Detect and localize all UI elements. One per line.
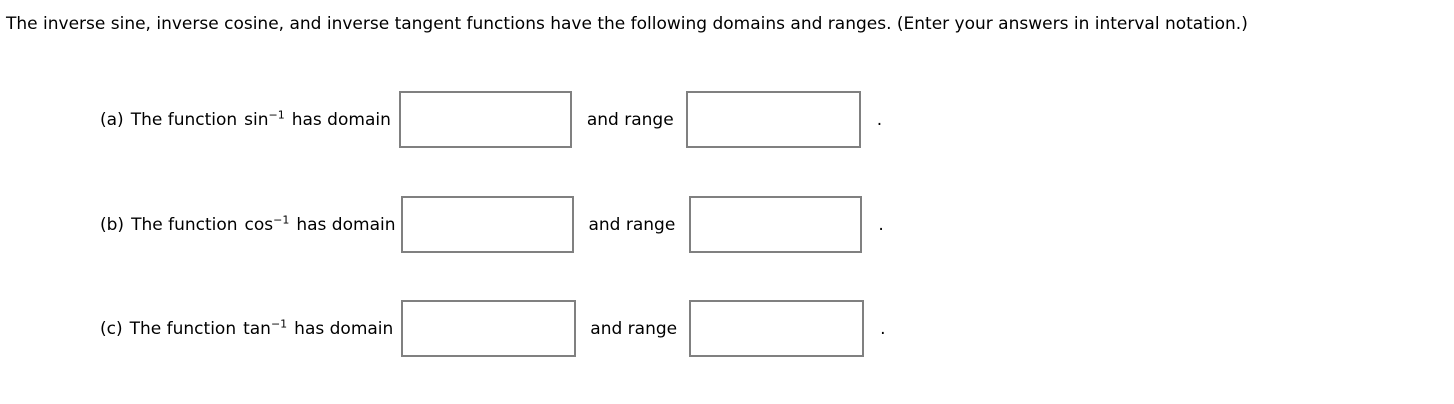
function-name-c: tan−1 [243,317,287,341]
question-part-a: (a) The function sin−1 has domain and ra… [100,91,882,148]
function-base-b: cos [244,214,274,235]
period-b: . [878,214,884,235]
range-input-c[interactable] [689,300,865,357]
function-exponent-b: −1 [273,212,290,226]
function-name-a: sin−1 [244,108,285,132]
domain-input-b[interactable] [401,196,575,253]
part-lead-text-b: The function [131,214,238,235]
part-lead-text-c: The function [129,318,237,339]
function-exponent-a: −1 [268,107,285,121]
function-base-c: tan [243,318,271,339]
question-part-c: (c) The function tan−1 has domain and ra… [100,300,886,357]
connector-label-a: and range [586,109,674,130]
question-prompt: The inverse sine, inverse cosine, and in… [6,14,1248,34]
function-base-a: sin [244,109,269,130]
range-input-b[interactable] [689,196,863,253]
part-label-a: (a) [100,109,124,130]
connector-label-b: and range [588,214,676,235]
connector-label-c: and range [590,318,678,339]
function-exponent-c: −1 [270,316,288,330]
function-name-b: cos−1 [245,213,290,237]
part-lead-text-a: The function [130,109,238,130]
period-a: . [876,109,883,130]
domain-input-a[interactable] [398,91,572,148]
range-input-a[interactable] [685,91,861,148]
part-after-text-b: has domain [296,214,396,235]
part-after-text-a: has domain [291,109,391,130]
part-after-text-c: has domain [294,318,394,339]
question-part-b: (b) The function cos−1 has domain and ra… [100,196,884,253]
part-label-c: (c) [100,318,123,339]
period-c: . [880,318,886,339]
part-label-b: (b) [100,214,125,235]
domain-input-c[interactable] [401,300,577,357]
